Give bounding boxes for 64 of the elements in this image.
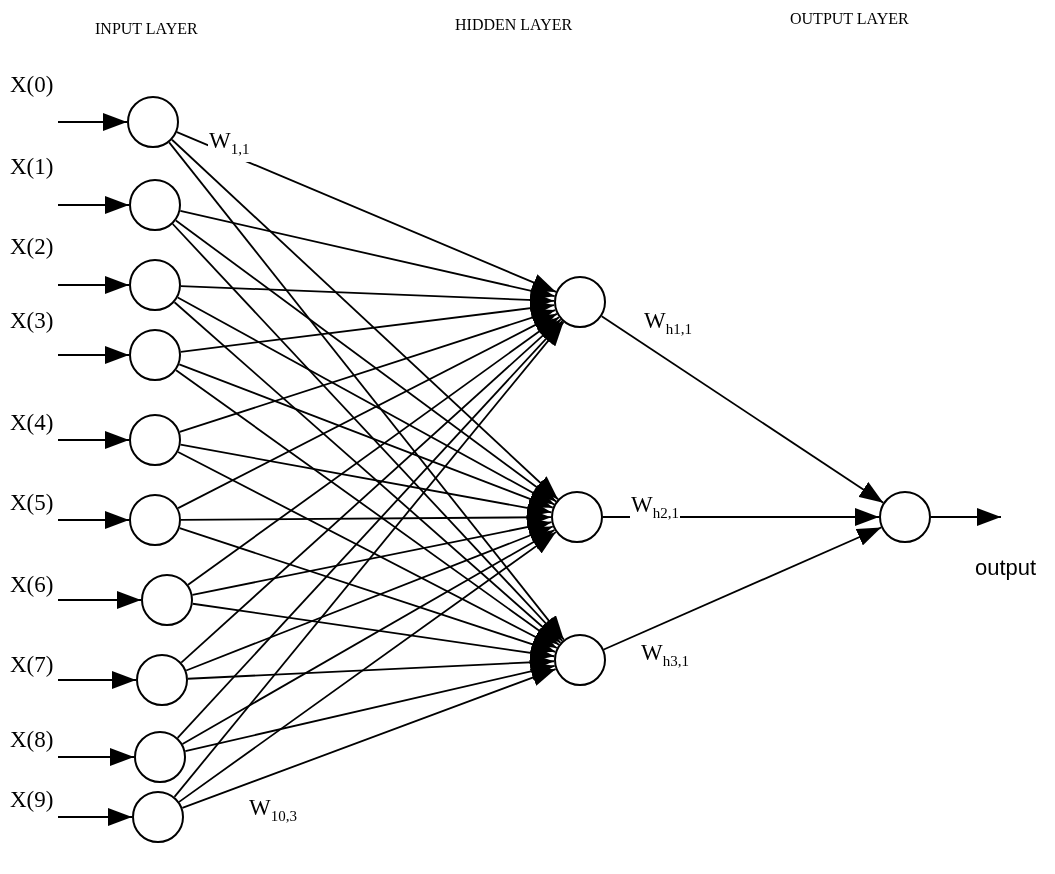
arrow <box>178 527 557 653</box>
arrow <box>171 138 559 501</box>
arrow <box>171 223 564 642</box>
arrow <box>187 653 555 680</box>
arrow <box>168 141 565 641</box>
arrow <box>180 508 552 527</box>
arrow <box>178 363 554 509</box>
input-label: X(3) <box>10 308 54 333</box>
hidden-neuron <box>554 276 606 328</box>
arrow <box>175 219 557 503</box>
arrow <box>57 431 130 449</box>
input-neuron <box>129 494 181 546</box>
arrow <box>191 602 556 662</box>
arrow <box>57 671 137 689</box>
arrow <box>178 308 557 433</box>
arrow <box>185 525 554 672</box>
input-label: X(5) <box>10 490 54 515</box>
input-neuron <box>129 259 181 311</box>
arrow <box>175 369 560 646</box>
input-neuron <box>129 329 181 381</box>
input-label: X(6) <box>10 572 54 597</box>
input-label: X(7) <box>10 652 54 677</box>
arrow <box>181 529 556 745</box>
layer-heading: HIDDEN LAYER <box>455 16 573 34</box>
input-neuron <box>127 96 179 148</box>
layer-heading: INPUT LAYER <box>95 20 198 38</box>
output-label: output <box>975 555 1037 581</box>
input-neuron <box>132 791 184 843</box>
arrow <box>57 748 135 766</box>
layer-heading: OUTPUT LAYER <box>790 10 909 28</box>
arrow <box>602 526 883 651</box>
output-neuron <box>879 491 931 543</box>
input-label: X(9) <box>10 787 54 812</box>
arrow <box>179 443 553 517</box>
arrow <box>600 315 885 504</box>
arrow <box>57 808 133 826</box>
input-neuron <box>129 414 181 466</box>
arrow <box>181 668 557 809</box>
arrow <box>57 196 130 214</box>
arrow <box>184 662 556 753</box>
input-neuron <box>129 179 181 231</box>
input-label: X(1) <box>10 154 54 179</box>
arrow <box>177 451 558 649</box>
arrow <box>57 346 130 364</box>
arrow <box>57 276 130 294</box>
arrow <box>179 209 556 300</box>
input-neuron <box>136 654 188 706</box>
arrow <box>176 131 557 293</box>
input-label: X(8) <box>10 727 54 752</box>
input-label: X(2) <box>10 234 54 259</box>
arrow <box>187 316 560 586</box>
hidden-neuron <box>551 491 603 543</box>
arrow <box>179 299 556 353</box>
arrow <box>178 531 557 803</box>
arrow <box>191 518 553 596</box>
input-neuron <box>134 731 186 783</box>
arrow <box>57 591 142 609</box>
input-label: X(0) <box>10 72 54 97</box>
input-neuron <box>141 574 193 626</box>
hidden-neuron <box>554 634 606 686</box>
arrow <box>930 508 1002 526</box>
arrow <box>57 113 128 131</box>
input-label: X(4) <box>10 410 54 435</box>
arrow <box>57 511 130 529</box>
